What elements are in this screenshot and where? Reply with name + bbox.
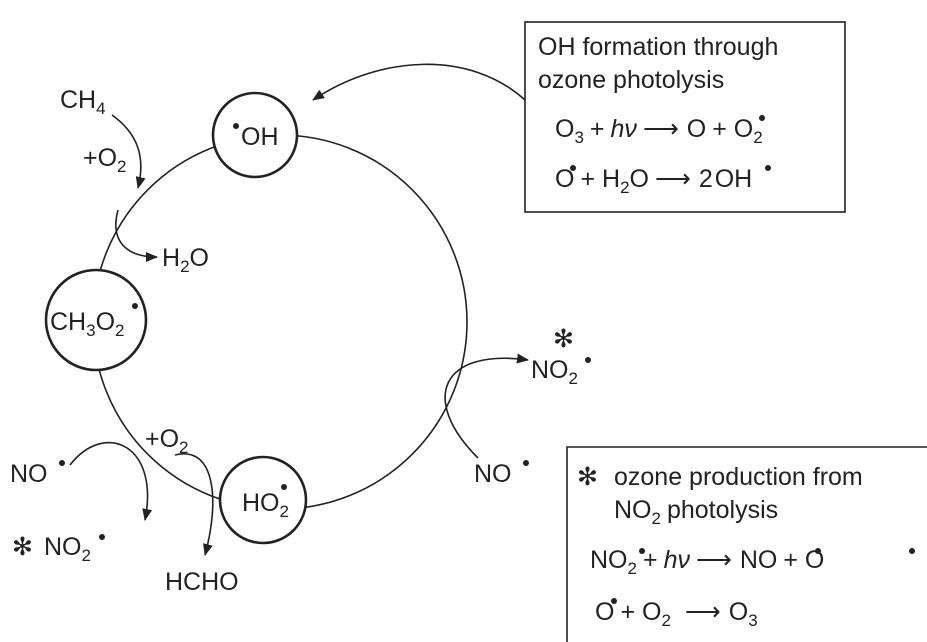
- no-to-no2-right-arrow: [444, 353, 529, 459]
- radical-dot: [523, 460, 529, 466]
- radical-dot: [815, 548, 821, 554]
- radical-dot: [59, 460, 65, 466]
- ch4-entry-arrow: [111, 114, 146, 189]
- oh-box-title-line1: OH formation through: [538, 33, 778, 61]
- no-right-label: NO: [474, 460, 512, 488]
- ch3o2-node: CH3O2: [44, 268, 148, 372]
- oh-label: OH: [241, 123, 279, 151]
- ch4-label: CH4: [60, 86, 106, 118]
- oh-box-equation-1: O3+hν⟶O+ O2: [555, 115, 763, 147]
- radical-dot: [132, 303, 138, 309]
- radical-dot: [611, 598, 617, 604]
- radical-dot: [570, 165, 576, 171]
- ozone-box-star: ✻: [577, 463, 598, 491]
- o2-bottom-label: +O2: [145, 425, 189, 457]
- no2-left-label: NO2: [44, 533, 91, 565]
- o2-top-label: +O2: [83, 144, 127, 176]
- no2-right-label: NO2: [531, 356, 578, 388]
- oh-box-equation-2: O+ H2O⟶2OH: [555, 165, 752, 197]
- ozone-box-title-line1: ozone production from: [614, 463, 863, 491]
- no-to-no2-left-arrow: [69, 441, 153, 521]
- ho2-node: HO2: [218, 455, 308, 545]
- ch3o2-label: CH3O2: [50, 308, 125, 340]
- oh-node: OH: [211, 91, 299, 179]
- ho2-label: HO2: [242, 489, 289, 521]
- hcho-exit-arrow: [174, 453, 214, 556]
- radical-dot: [765, 165, 771, 171]
- radical-dot: [639, 548, 645, 554]
- radical-dot: [99, 534, 105, 540]
- ozone-box-equation-2: O+ O2⟶O3: [595, 598, 758, 630]
- radical-dot: [233, 123, 239, 129]
- h2o-label: H2O: [162, 244, 209, 276]
- oh-box-title-line2: ozone photolysis: [538, 66, 724, 94]
- radical-dot: [909, 548, 915, 554]
- no2-right-star: ✻: [553, 325, 574, 353]
- no-left-label: NO: [10, 460, 48, 488]
- oh-supply-arrow: [312, 63, 526, 101]
- h2o-exit-arrow: [115, 209, 158, 262]
- ozone-box-equation-1: NO2+hν⟶NO+ O: [590, 546, 824, 578]
- hcho-label: HCHO: [165, 568, 239, 596]
- radical-dot: [585, 357, 591, 363]
- no2-left-star: ✻: [12, 533, 33, 561]
- oh-formation-box: OH formation through ozone photolysis O3…: [524, 21, 846, 213]
- radical-dot: [281, 484, 287, 490]
- radical-dot: [759, 115, 765, 121]
